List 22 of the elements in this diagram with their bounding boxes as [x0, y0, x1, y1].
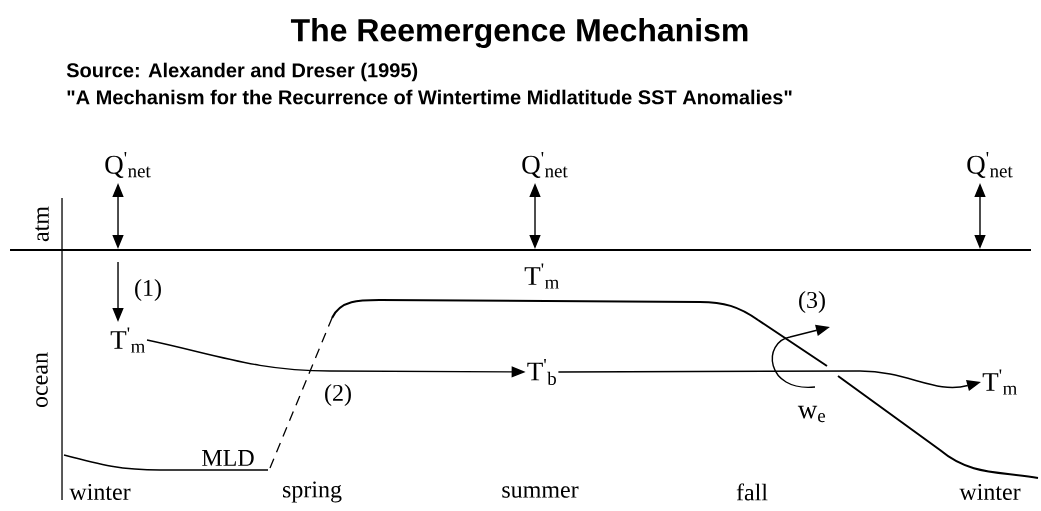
step-number: (1) — [133, 278, 163, 302]
symbol-label: Q$^{'}$net — [522, 152, 568, 178]
season-label: spring — [283, 481, 342, 503]
step-number: (3) — [799, 291, 825, 313]
symbol-label: Q$^{'}$net — [967, 152, 1013, 178]
curve-label: MLD — [202, 450, 254, 466]
step-number: (2) — [325, 384, 351, 406]
title: The Reemergence Mechanism — [290, 18, 748, 48]
symbol-label: T$^{'}$m — [524, 263, 559, 289]
symbol-label: Q$^{'}$net — [105, 152, 151, 178]
paper-title: "A Mechanism for the Recurrence of Wintertime Midlatitude SST Anomalies" — [67, 89, 792, 105]
axis-label: atm — [35, 206, 49, 242]
season-label: summer — [502, 486, 579, 498]
symbol-label: T$^{'}$b — [527, 358, 556, 386]
season-label: winter — [69, 483, 131, 501]
season-label: winter — [959, 483, 1021, 501]
source-text: Source: Alexander and Dreser (1995) — [66, 62, 418, 82]
symbol-label: T$^{'}$m — [982, 369, 1017, 395]
axis-label: ocean — [36, 352, 48, 408]
symbol-label: T$^{'}$m — [110, 327, 145, 353]
symbol-label: w$_{e}$ — [797, 405, 826, 423]
season-label: fall — [736, 483, 768, 501]
